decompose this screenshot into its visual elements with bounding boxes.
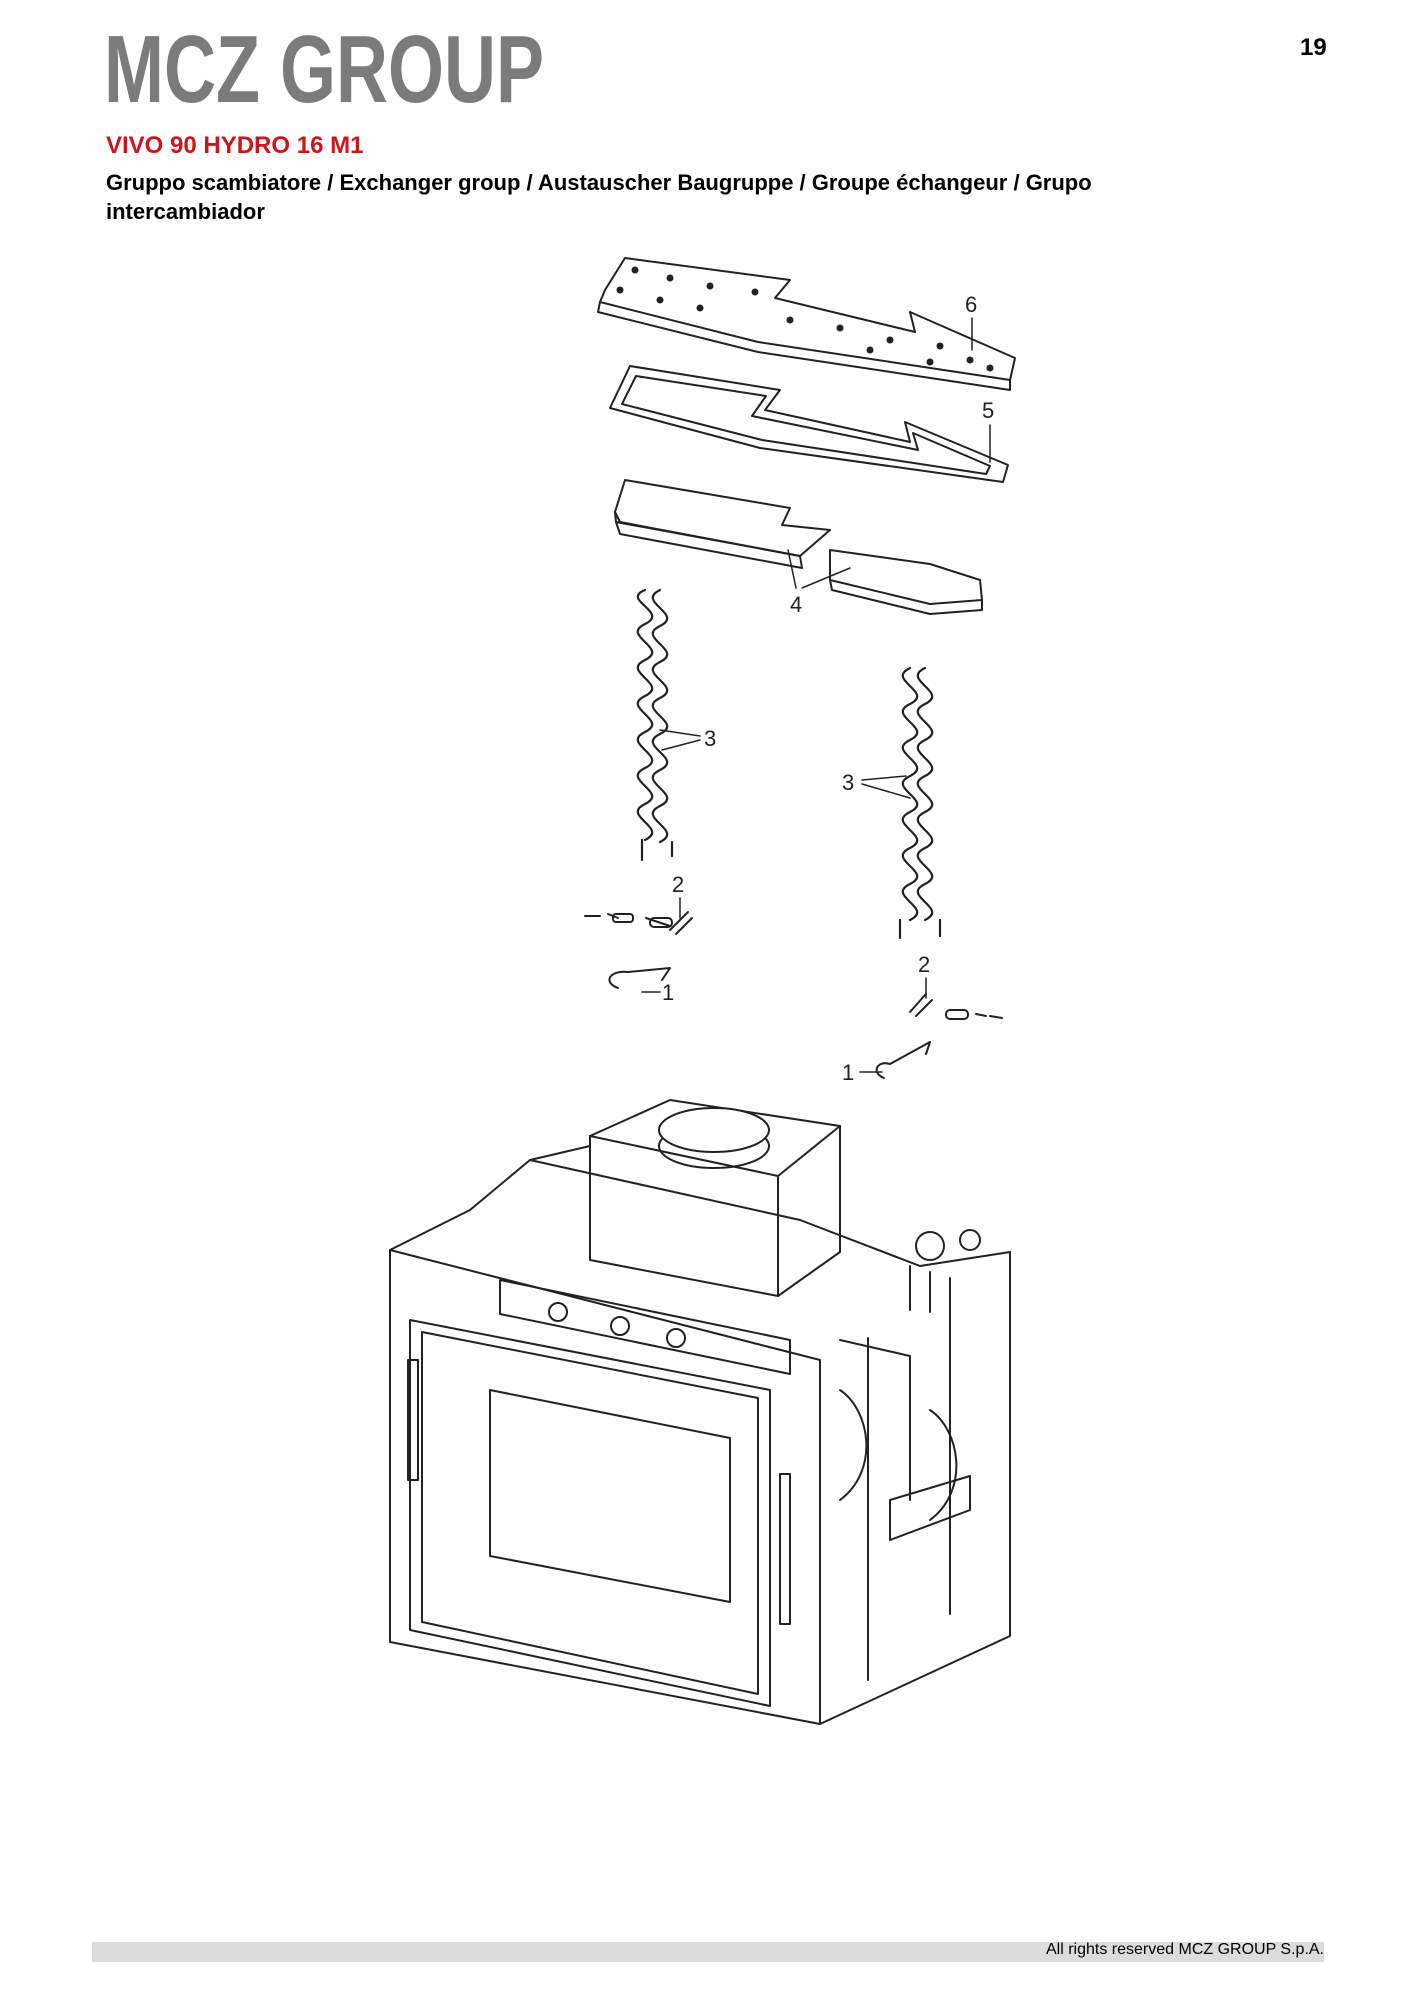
part-5-gasket [609, 365, 1009, 483]
footer-bar [92, 1942, 1324, 1962]
part-1-clip-right [875, 1041, 931, 1079]
callout-6: 6 [965, 292, 977, 317]
part-2-fixing-left [584, 911, 693, 935]
callout-2a: 2 [672, 872, 684, 897]
stove-body [389, 1099, 1011, 1725]
callout-2b: 2 [918, 952, 930, 977]
callout-3a: 3 [704, 726, 716, 751]
callout-3b: 3 [842, 770, 854, 795]
leader-3a [659, 729, 701, 751]
leader-4 [787, 549, 851, 589]
part-3-coil-right [898, 666, 942, 940]
section-title: Gruppo scambiatore / Exchanger group / A… [106, 170, 1092, 224]
callout-1b: 1 [842, 1060, 854, 1085]
mcz-group-logo: MCZ GROUP [104, 22, 544, 112]
part-2-fixing-right [909, 993, 1003, 1020]
model-title: VIVO 90 HYDRO 16 M1 [106, 132, 364, 159]
part-3-coil-left [636, 588, 674, 862]
footer-copyright: All rights reserved MCZ GROUP S.p.A. [1046, 1941, 1324, 1958]
leader-3b [861, 775, 911, 799]
logo-text: MCZ GROUP [104, 22, 544, 112]
callout-5: 5 [982, 398, 994, 423]
exploded-view-diagram: 6 5 4 3 3 2 1 [389, 257, 1016, 1725]
callout-4: 4 [790, 592, 802, 617]
part-6-top-plate [597, 257, 1016, 391]
page-number: 19 [1300, 34, 1327, 61]
part-4-baffles [614, 479, 983, 615]
callout-1a: 1 [662, 980, 674, 1005]
part-1-clip-left [608, 967, 671, 989]
